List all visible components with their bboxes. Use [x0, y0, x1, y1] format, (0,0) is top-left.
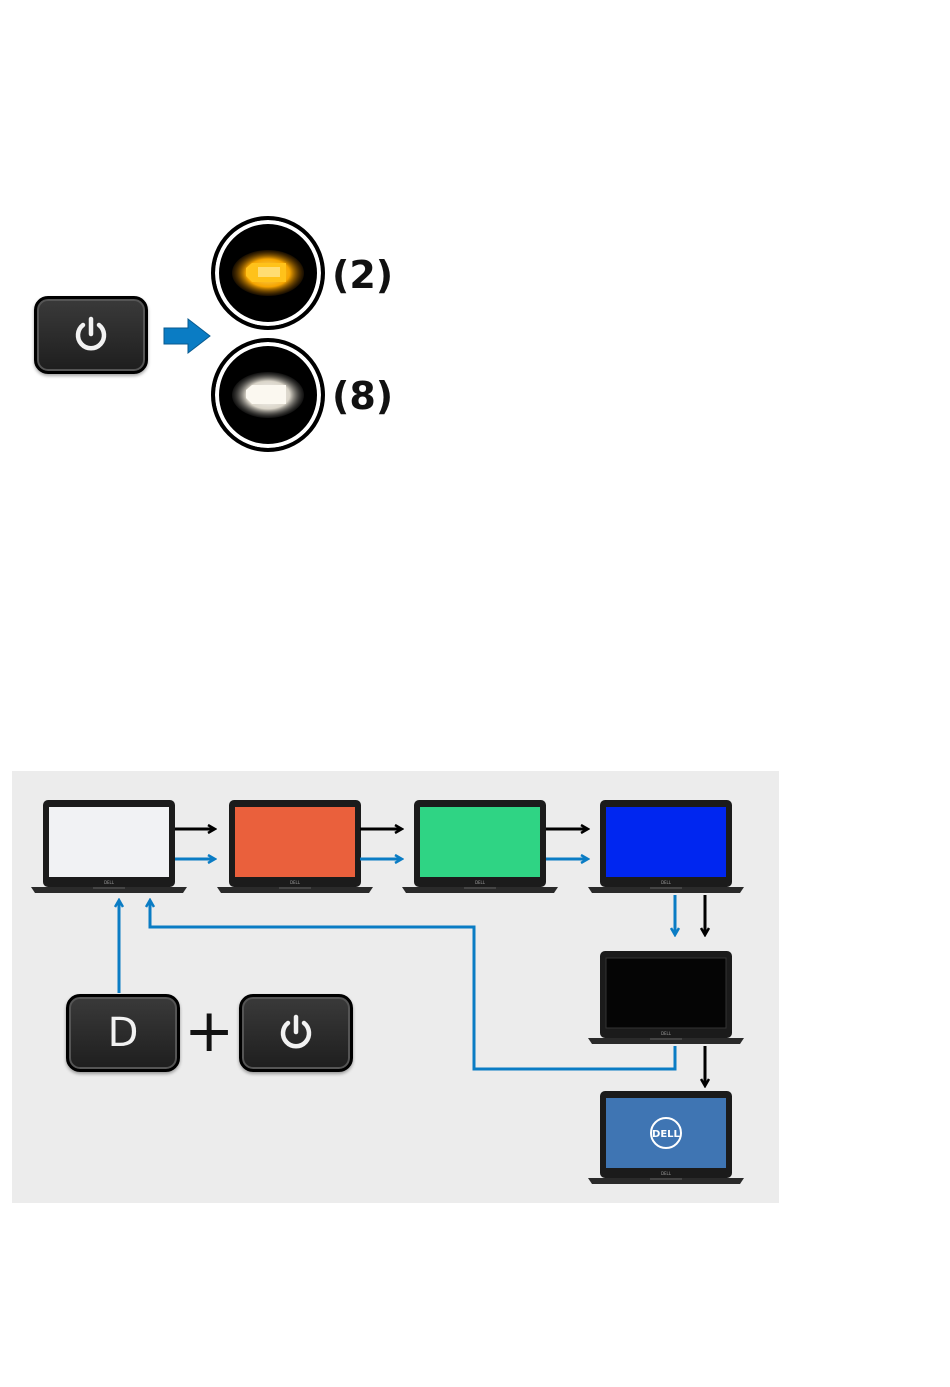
svg-text:DELL: DELL	[290, 880, 301, 885]
power-icon	[276, 1013, 316, 1053]
svg-text:DELL: DELL	[661, 1031, 672, 1036]
laptop-blue-screen: DELL	[588, 799, 748, 896]
svg-text:DELL: DELL	[661, 880, 672, 885]
laptop-red-screen: DELL	[217, 799, 377, 896]
d-key: D	[66, 994, 180, 1072]
power-key-combo	[239, 994, 353, 1072]
amber-light-icon	[228, 248, 308, 298]
blue-arrow-icon	[160, 316, 214, 356]
white-screen	[49, 807, 169, 877]
laptop-dell-logo-screen: DELL DELL	[588, 1090, 748, 1187]
svg-text:DELL: DELL	[104, 880, 115, 885]
amber-led-indicator	[211, 216, 325, 330]
green-screen	[420, 807, 540, 877]
power-button-key	[34, 296, 148, 374]
white-blink-count: (8)	[332, 374, 393, 418]
white-light-icon	[228, 370, 308, 420]
blue-screen	[606, 807, 726, 877]
laptop-white-screen: DELL	[31, 799, 191, 896]
red-screen	[235, 807, 355, 877]
black-screen	[606, 958, 726, 1028]
white-led-indicator	[211, 338, 325, 452]
plus-sign: +	[184, 996, 234, 1066]
svg-text:DELL: DELL	[475, 880, 486, 885]
power-icon	[71, 315, 111, 355]
laptop-green-screen: DELL	[402, 799, 562, 896]
amber-blink-count: (2)	[332, 253, 393, 297]
svg-text:DELL: DELL	[661, 1171, 672, 1176]
dell-logo-text: DELL	[652, 1129, 681, 1140]
laptop-black-screen: DELL	[588, 950, 748, 1047]
d-key-label: D	[108, 1010, 139, 1056]
